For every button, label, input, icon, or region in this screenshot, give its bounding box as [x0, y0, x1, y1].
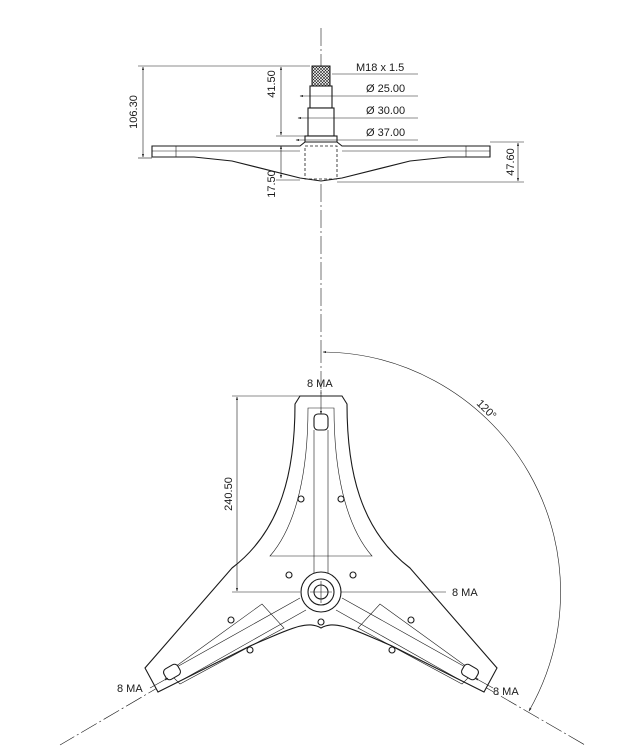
shaft-section-25: [309, 85, 333, 109]
boss: [227, 616, 235, 624]
left-arm-rib-lower: [181, 609, 307, 681]
leader-right-arm: [474, 677, 494, 689]
boss: [285, 571, 293, 579]
hidden-bore: [304, 145, 338, 180]
callout-thread: M18 x 1.5: [356, 62, 404, 74]
leader-left-arm: [149, 677, 169, 689]
spider-outline: [144, 395, 498, 693]
left-arm-screw-slot: [162, 663, 182, 681]
callout-dia-25: Ø 25.00: [366, 83, 405, 95]
callout-right-arm-screws: 8 MA: [493, 686, 519, 698]
top-arm-screw-slot: [313, 413, 329, 431]
top-view: 240.50 120° 8 MA 8 MA 8 MA 8 MA: [59, 345, 586, 746]
left-arm-rib-upper: [174, 597, 301, 669]
callout-left-arm-screws: 8 MA: [117, 683, 143, 695]
side-view: 106.30 41.50 17.50 47.60 M18 x 1.5 Ø 25.…: [128, 28, 524, 345]
boss: [337, 495, 345, 503]
boss: [246, 646, 254, 654]
callout-center-screws: 8 MA: [452, 587, 478, 599]
callout-dia-37: Ø 37.00: [366, 127, 405, 139]
callout-dia-30: Ø 30.00: [366, 105, 405, 117]
angle-arc: [322, 350, 561, 712]
dim-shaft-length: 41.50: [266, 70, 278, 98]
boss: [349, 571, 357, 579]
left-arm-web: [167, 603, 285, 685]
boss: [297, 495, 305, 503]
spider-body: [144, 395, 498, 693]
dim-total-height: 47.60: [505, 148, 517, 176]
boss: [407, 616, 415, 624]
callout-top-arm-screws: 8 MA: [307, 378, 333, 390]
boss: [317, 618, 325, 626]
spider-side-profile: [151, 141, 491, 182]
shaft-section-30: [307, 107, 335, 137]
dim-overall-height: 106.30: [128, 95, 140, 129]
dim-hub-depth: 17.50: [266, 170, 278, 198]
boss: [388, 646, 396, 654]
dim-arm-length: 240.50: [223, 477, 235, 511]
threaded-stud: [311, 65, 331, 87]
